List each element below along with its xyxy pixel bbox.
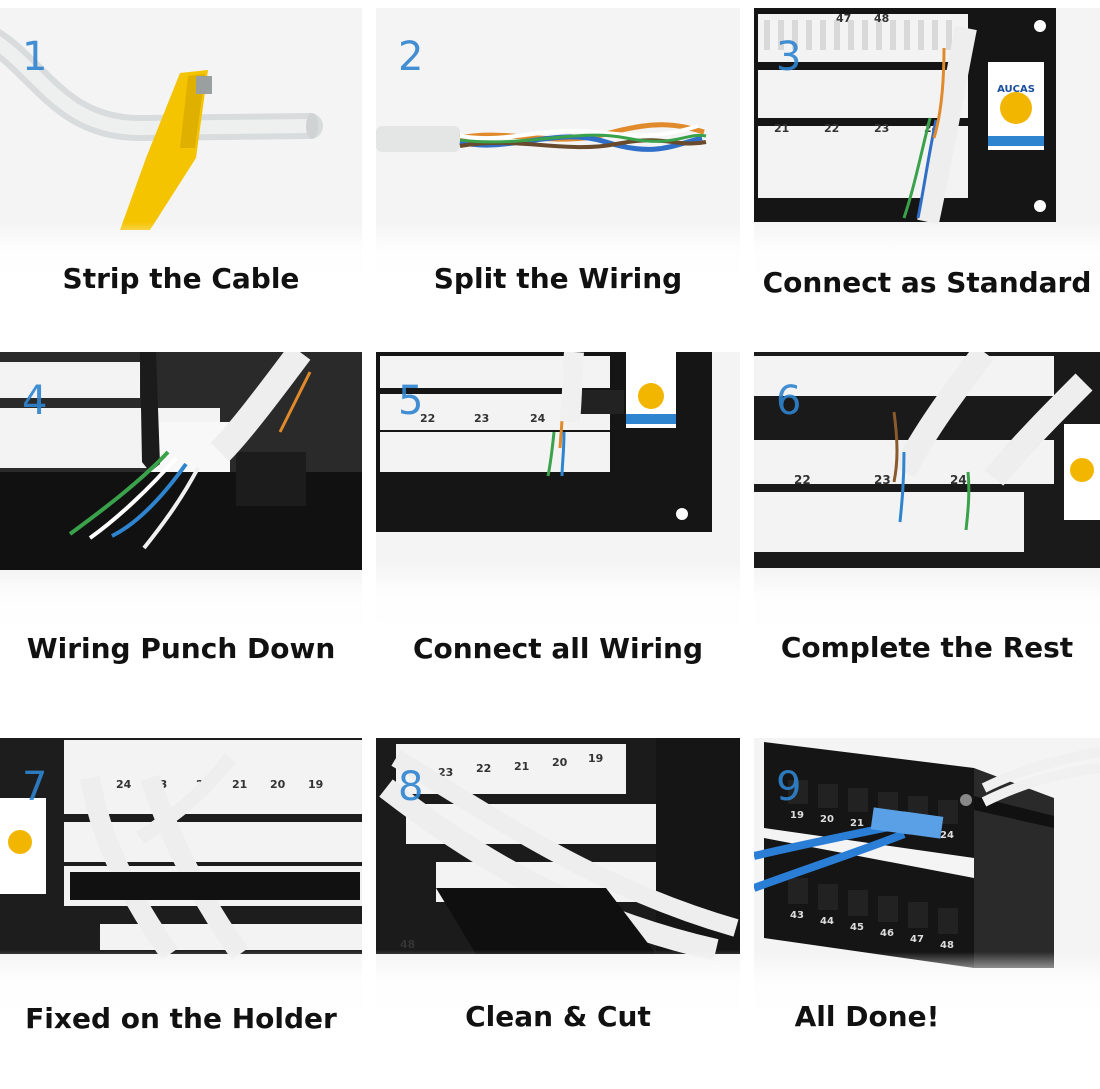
- step-9-port-43: 43: [790, 910, 804, 921]
- step-8-port-48: 48: [400, 938, 415, 951]
- step-9-port-47: 47: [910, 934, 924, 945]
- step-4-caption-bg: [0, 570, 362, 698]
- step-5-port-24: 24: [530, 412, 546, 425]
- step-9-port-46: 46: [880, 928, 894, 939]
- step-5-number: 5: [398, 378, 424, 424]
- step-9-caption: All Done!: [794, 1000, 940, 1033]
- step-2-caption: Split the Wiring: [433, 262, 683, 295]
- step-5-panel: 22 23 24 5 Connect all Wiring: [376, 352, 740, 698]
- step-6-caption: Complete the Rest: [780, 631, 1074, 664]
- step-9-port-21: 21: [850, 818, 864, 829]
- step-3-panel: 48 47 21 22 23 24 AUCAS: [754, 8, 1100, 338]
- step-4-caption: Wiring Punch Down: [26, 632, 336, 665]
- step-3-number: 3: [776, 34, 802, 80]
- step-8-caption-bg: [376, 950, 740, 1084]
- step-3-caption: Connect as Standard: [762, 266, 1092, 299]
- step-2-panel: 2 Split the Wiring: [376, 8, 740, 338]
- step-7-port-24: 24: [116, 778, 132, 791]
- step-5-caption-bg: [376, 562, 740, 698]
- step-8-port-21: 21: [514, 760, 529, 773]
- step-3-port-48: 48: [874, 12, 889, 25]
- step-1-caption: Strip the Cable: [62, 262, 300, 295]
- step-6-caption-bg: [754, 568, 1100, 698]
- step-9-port-20: 20: [820, 814, 834, 825]
- step-8-number: 8: [398, 764, 424, 810]
- step-8-panel: 23 22 21 20 19 48 8 Clean & Cut: [376, 738, 740, 1084]
- step-5-port-23: 23: [474, 412, 489, 425]
- step-4-number: 4: [22, 378, 48, 424]
- step-6-port-24: 24: [950, 473, 967, 487]
- step-7-caption: Fixed on the Holder: [25, 1002, 337, 1035]
- step-3-port-22: 22: [824, 122, 839, 135]
- brand-label-icon: AUCAS: [988, 62, 1044, 150]
- step-7-port-19: 19: [308, 778, 323, 791]
- step-1-panel: 1 Strip the Cable: [0, 8, 362, 338]
- step-9-port-24: 24: [940, 830, 954, 841]
- step-9-port-19: 19: [790, 810, 804, 821]
- step-9-port-44: 44: [820, 916, 834, 927]
- step-4-panel: 4 Wiring Punch Down: [0, 352, 362, 698]
- step-7-number: 7: [22, 764, 48, 810]
- step-9-port-48: 48: [940, 940, 954, 951]
- step-3-port-23: 23: [874, 122, 889, 135]
- brand-label-text: AUCAS: [997, 84, 1035, 95]
- step-6-port-22: 22: [794, 473, 811, 487]
- step-7-caption-bg: [0, 950, 362, 1084]
- step-3-port-21: 21: [774, 122, 789, 135]
- step-8-caption: Clean & Cut: [465, 1000, 651, 1033]
- step-8-port-22: 22: [476, 762, 491, 775]
- step-6-panel: 22 23 24 6 Complete the Rest: [754, 352, 1100, 698]
- step-2-number: 2: [398, 34, 424, 80]
- step-3-port-47: 47: [836, 12, 851, 25]
- step-7-panel: 24 23 22 21 20 19 7 Fixed on the Holder: [0, 738, 362, 1084]
- step-5-port-22: 22: [420, 412, 435, 425]
- step-8-port-19: 19: [588, 752, 603, 765]
- step-7-port-20: 20: [270, 778, 286, 791]
- step-1-caption-bg: [0, 222, 362, 338]
- step-3-photo-connect-standard: 48 47 21 22 23 24 AUCAS: [754, 8, 1100, 338]
- step-2-caption-bg: [376, 222, 740, 338]
- step-1-number: 1: [22, 34, 48, 80]
- step-9-panel: 19 20 21 22 23 24 43 44 45 46 47 48: [754, 738, 1100, 1084]
- step-7-port-21: 21: [232, 778, 247, 791]
- step-6-port-23: 23: [874, 473, 891, 487]
- step-5-caption: Connect all Wiring: [412, 632, 704, 665]
- step-8-port-20: 20: [552, 756, 568, 769]
- step-9-caption-bg: [754, 952, 1100, 1084]
- step-6-number: 6: [776, 378, 802, 424]
- step-9-port-45: 45: [850, 922, 864, 933]
- step-3-caption-bg: [754, 222, 1100, 338]
- step-9-number: 9: [776, 764, 802, 810]
